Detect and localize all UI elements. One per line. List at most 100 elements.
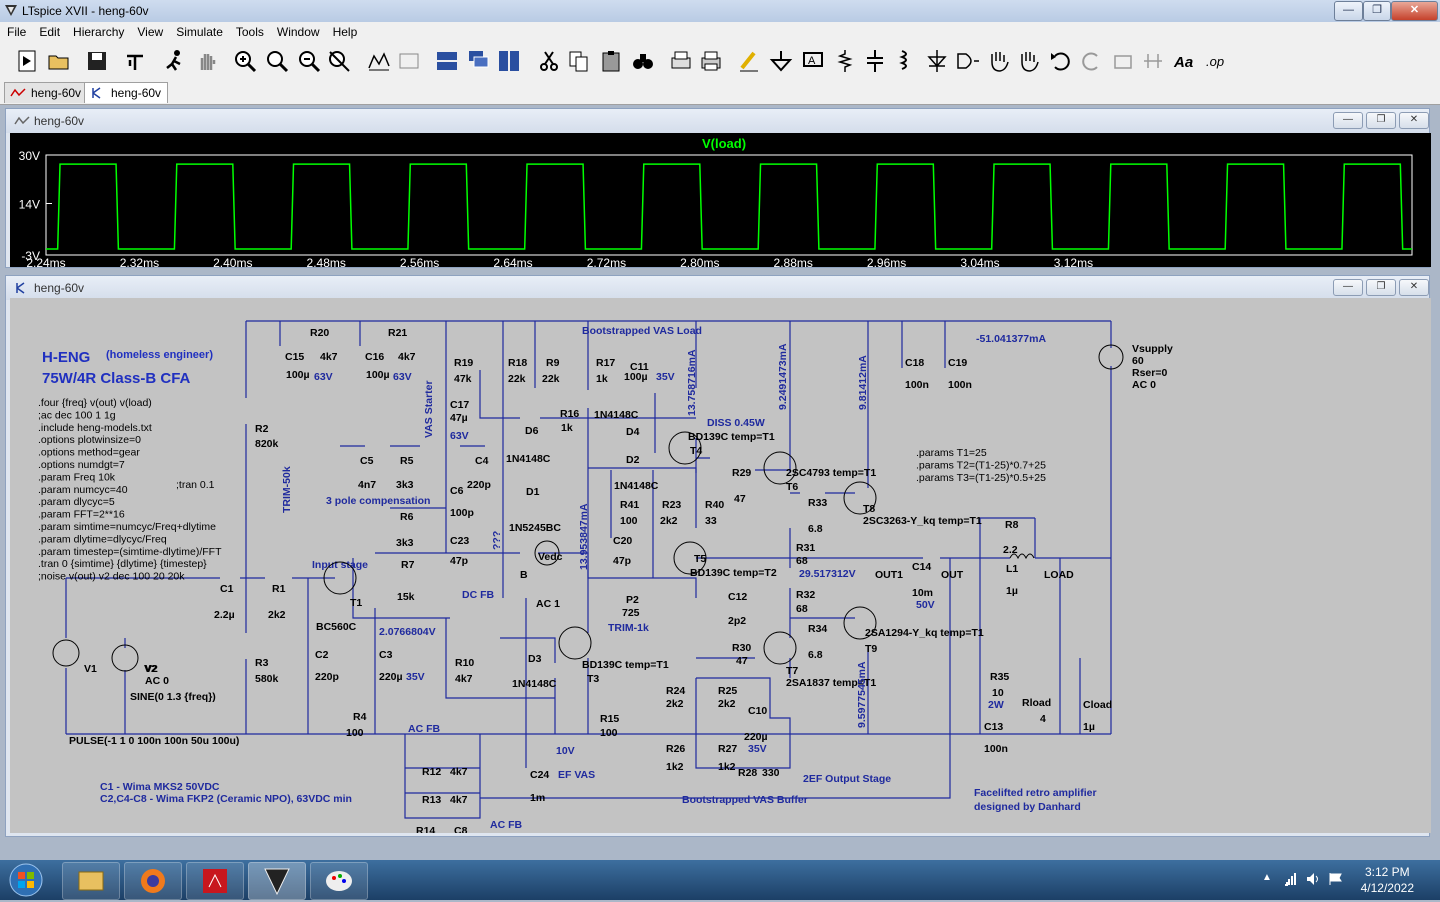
component-value: 2SA1837 temp=T1 (786, 677, 876, 689)
zoom-fit-icon[interactable] (326, 48, 352, 74)
capacitor-icon[interactable] (862, 48, 888, 74)
network-icon[interactable] (1284, 872, 1300, 886)
component-value: 2.2 (1003, 544, 1018, 556)
new-schematic-icon[interactable] (14, 48, 40, 74)
component-ref: C12 (728, 591, 747, 603)
menu-tools[interactable]: Tools (235, 25, 264, 39)
tile-vertical-icon[interactable] (496, 48, 522, 74)
taskbar-paint[interactable] (310, 862, 368, 900)
taskbar-clock[interactable]: 3:12 PM 4/12/2022 (1361, 864, 1414, 896)
component-value: 100µ (366, 369, 390, 381)
redo-icon[interactable] (1078, 48, 1104, 74)
component-value: 100n (948, 379, 972, 391)
ground-icon[interactable] (768, 48, 794, 74)
component-icon[interactable] (954, 48, 980, 74)
menu-view[interactable]: View (137, 25, 164, 39)
menu-simulate[interactable]: Simulate (176, 25, 223, 39)
op-point-label: 13.953847mA (578, 503, 590, 570)
x-tick-label: 2.24ms (26, 256, 65, 267)
title-heng: H-ENG (42, 349, 90, 366)
mirror-icon[interactable] (1140, 48, 1166, 74)
find-icon[interactable] (630, 48, 656, 74)
menu-window[interactable]: Window (276, 25, 320, 39)
rotate-icon[interactable] (1110, 48, 1136, 74)
plot-restore-button[interactable]: ❐ (1366, 112, 1396, 129)
print-preview-icon[interactable] (668, 48, 694, 74)
component-ref: D3 (528, 653, 542, 665)
trace-label[interactable]: V(load) (702, 136, 746, 151)
restore-button[interactable]: ❐ (1363, 1, 1391, 21)
drag-icon[interactable] (1016, 48, 1042, 74)
component-value: 220p (315, 671, 339, 683)
minimize-button[interactable]: — (1334, 1, 1363, 21)
taskbar-firefox[interactable] (124, 862, 182, 900)
paste-icon[interactable] (598, 48, 624, 74)
tile-horizontal-icon[interactable] (434, 48, 460, 74)
zoom-out-icon[interactable] (296, 48, 322, 74)
x-tick-label: 2.64ms (493, 256, 532, 267)
diode-icon[interactable] (924, 48, 950, 74)
schematic-canvas[interactable]: H-ENG (homeless engineer) 75W/4R Class-B… (10, 298, 1431, 837)
zoom-in-icon[interactable] (232, 48, 258, 74)
save-icon[interactable] (84, 48, 110, 74)
start-button-icon[interactable] (6, 862, 46, 898)
flag-icon[interactable] (1328, 872, 1344, 886)
schematic-restore-button[interactable]: ❐ (1366, 279, 1396, 296)
tray-arrow-icon[interactable]: ▲ (1262, 872, 1272, 883)
undo-icon[interactable] (1048, 48, 1074, 74)
inductor-icon[interactable] (892, 48, 918, 74)
taskbar-explorer[interactable] (62, 862, 120, 900)
op-point-label: 9.2491473mA (777, 343, 789, 410)
plot-close-button[interactable]: ✕ (1399, 112, 1429, 129)
component-value: 725 (622, 607, 640, 619)
schematic-minimize-button[interactable]: — (1333, 279, 1363, 296)
component-value: 100 (620, 515, 638, 527)
dc-op-icon[interactable] (396, 48, 422, 74)
component-ref: C19 (948, 357, 967, 369)
open-icon[interactable] (46, 48, 72, 74)
menu-edit[interactable]: Edit (39, 25, 61, 39)
node-label: OUT1 (875, 569, 903, 581)
text-icon[interactable]: Aa (1172, 48, 1198, 74)
control-panel-icon[interactable] (122, 48, 148, 74)
taskbar-ltspice[interactable] (248, 862, 306, 900)
component-value: 68 (796, 555, 808, 567)
menu-help[interactable]: Help (332, 25, 358, 39)
halt-icon[interactable] (194, 48, 220, 74)
copy-icon[interactable] (566, 48, 592, 74)
node-label: LOAD (1044, 569, 1074, 581)
autorange-icon[interactable] (366, 48, 392, 74)
component-ref: C4 (475, 455, 489, 467)
cut-icon[interactable] (536, 48, 562, 74)
menu-file[interactable]: File (7, 25, 27, 39)
tab-waveform[interactable]: heng-60v (4, 82, 89, 103)
component-ref: T4 (690, 445, 702, 457)
spice-directive-icon[interactable]: .op (1204, 48, 1230, 74)
print-icon[interactable] (698, 48, 724, 74)
clock-date: 4/12/2022 (1360, 881, 1414, 895)
volume-icon[interactable] (1306, 872, 1322, 886)
draw-wire-icon[interactable] (736, 48, 762, 74)
plot-minimize-button[interactable]: — (1333, 112, 1363, 129)
section-label: AC FB (408, 723, 440, 735)
cascade-icon[interactable] (466, 48, 492, 74)
menu-hierarchy[interactable]: Hierarchy (73, 25, 125, 39)
spice-directive: .four {freq} v(out) v(load) (38, 397, 152, 409)
component-ref: R18 (508, 357, 527, 369)
component-ref: R25 (718, 685, 737, 697)
close-button[interactable]: ✕ (1391, 1, 1438, 21)
tab-schematic[interactable]: heng-60v (84, 82, 169, 103)
resistor-icon[interactable] (832, 48, 858, 74)
component-ref: R23 (662, 499, 681, 511)
footer-line: designed by Danhard (974, 801, 1081, 813)
schematic-close-button[interactable]: ✕ (1399, 279, 1429, 296)
component-value: 220p (467, 479, 491, 491)
taskbar-acrobat[interactable] (186, 862, 244, 900)
component-ref: L1 (1006, 563, 1018, 575)
pan-icon[interactable] (264, 48, 290, 74)
plot-window-title: heng-60v (34, 114, 85, 128)
run-icon[interactable] (162, 48, 188, 74)
label-net-icon[interactable]: A (800, 48, 826, 74)
move-icon[interactable] (986, 48, 1012, 74)
